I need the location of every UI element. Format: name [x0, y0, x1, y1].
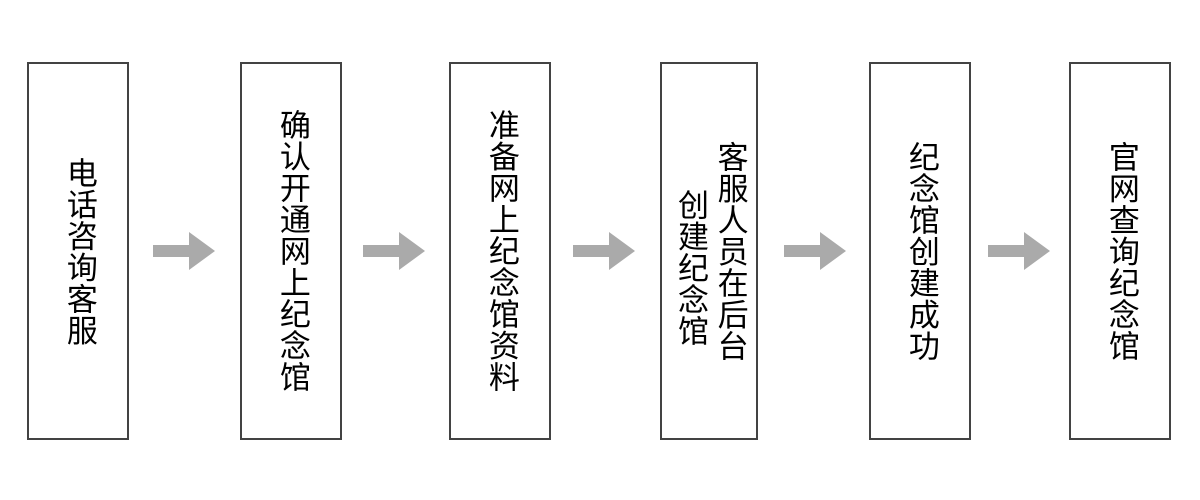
process-node-2[interactable]: 确认开通网上纪念馆 — [240, 62, 342, 440]
node-1-text-column-1: 电话咨询客服 — [60, 156, 97, 346]
node-4-text-column-2: 创建纪念馆 — [672, 189, 708, 347]
node-5-text-column-1: 纪念馆创建成功 — [902, 140, 939, 362]
node-2-text-column-1: 确认开通网上纪念馆 — [273, 109, 310, 393]
process-node-3[interactable]: 准备网上纪念馆资料 — [449, 62, 551, 440]
process-node-1[interactable]: 电话咨询客服 — [27, 62, 129, 440]
node-3-text-column-1: 准备网上纪念馆资料 — [482, 109, 519, 393]
arrow-right-icon-4 — [784, 232, 846, 270]
process-node-4[interactable]: 客服人员在后台 创建纪念馆 — [660, 62, 758, 440]
node-4-text-column-1: 客服人员在后台 — [711, 140, 748, 362]
node-6-text-column-1: 官网查询纪念馆 — [1102, 140, 1139, 362]
arrow-right-icon-2 — [363, 232, 425, 270]
process-node-6[interactable]: 官网查询纪念馆 — [1069, 62, 1171, 440]
arrow-right-icon-1 — [153, 232, 215, 270]
arrow-right-icon-3 — [573, 232, 635, 270]
arrow-right-icon-5 — [988, 232, 1050, 270]
process-node-5[interactable]: 纪念馆创建成功 — [869, 62, 971, 440]
